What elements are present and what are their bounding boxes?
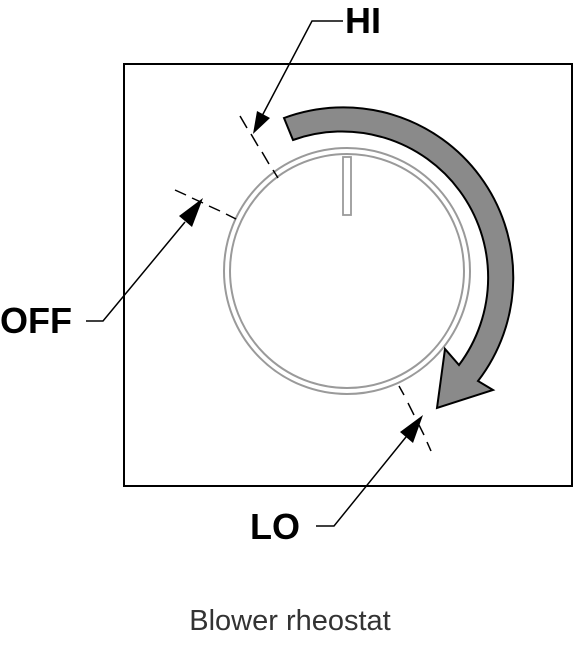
off-label: OFF	[0, 300, 72, 341]
figure-caption: Blower rheostat	[189, 605, 391, 637]
rheostat-knob[interactable]	[223, 147, 471, 395]
rotation-arrow	[282, 106, 515, 410]
control-panel	[123, 63, 573, 487]
lo-leader-line	[316, 415, 423, 527]
hi-label: HI	[345, 0, 381, 41]
lo-position-marker	[398, 385, 432, 452]
hi-position-marker	[239, 115, 279, 179]
lo-label: LO	[250, 506, 300, 547]
knob-pointer	[342, 156, 352, 216]
off-leader-line	[86, 198, 203, 322]
hi-leader-line	[253, 20, 343, 134]
